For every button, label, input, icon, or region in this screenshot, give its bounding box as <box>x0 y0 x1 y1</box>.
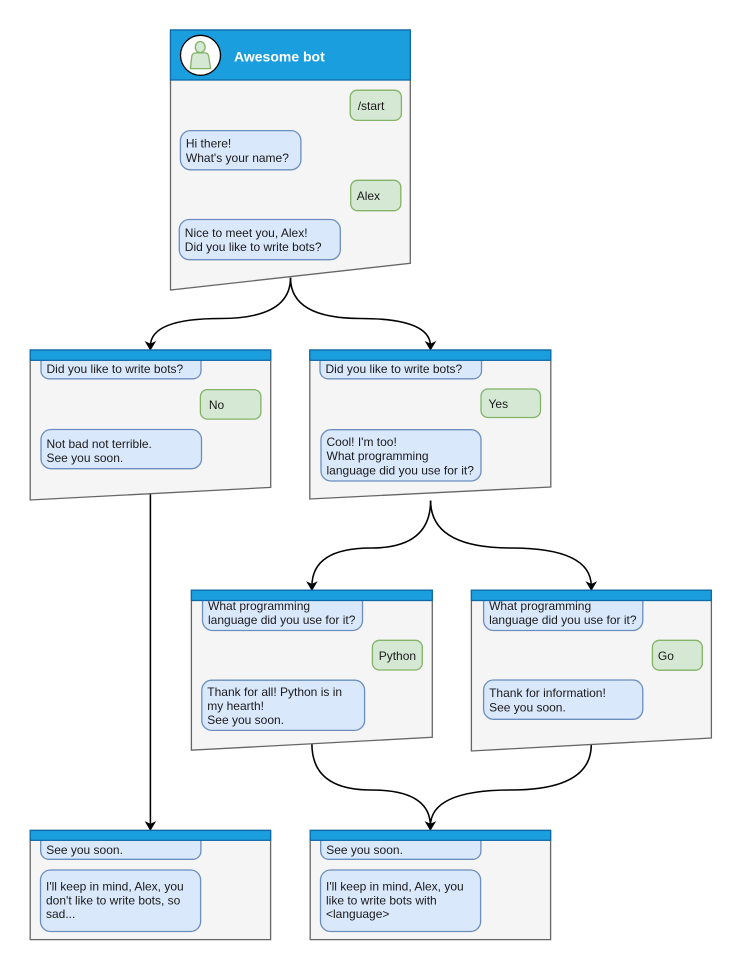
svg-text:Python: Python <box>379 649 416 663</box>
svg-text:See you soon.: See you soon. <box>46 843 123 857</box>
svg-text:Thank for all! Python is in: Thank for all! Python is in <box>207 685 342 699</box>
svg-text:What's your name?: What's your name? <box>186 151 289 165</box>
svg-text:No: No <box>209 398 225 412</box>
svg-text:Nice to meet you, Alex!: Nice to meet you, Alex! <box>185 226 308 240</box>
svg-text:Go: Go <box>658 649 674 663</box>
svg-text:Awesome bot: Awesome bot <box>234 49 325 65</box>
svg-text:language did you use for it?: language did you use for it? <box>208 613 356 627</box>
svg-text:Cool! I'm too!: Cool! I'm too! <box>327 435 397 449</box>
svg-text:Not bad not terrible.: Not bad not terrible. <box>47 437 152 451</box>
svg-text:What programming: What programming <box>489 599 591 613</box>
svg-text:Alex: Alex <box>357 189 380 203</box>
svg-text:What programming: What programming <box>327 449 429 463</box>
svg-text:I'll keep in mind, Alex, you: I'll keep in mind, Alex, you <box>326 879 464 893</box>
svg-text:my hearth!: my hearth! <box>207 699 264 713</box>
svg-text:don't like to write bots, so: don't like to write bots, so <box>46 893 181 907</box>
svg-text:Hi there!: Hi there! <box>186 137 231 151</box>
svg-text:I'll keep in mind, Alex, you: I'll keep in mind, Alex, you <box>46 879 184 893</box>
svg-text:Did you like to write bots?: Did you like to write bots? <box>185 240 322 254</box>
svg-text:/start: /start <box>358 99 385 113</box>
svg-text:Did you like to write bots?: Did you like to write bots? <box>47 362 184 376</box>
svg-text:Thank for information!: Thank for information! <box>489 686 606 700</box>
svg-text:<language>: <language> <box>326 907 389 921</box>
svg-text:See you soon.: See you soon. <box>489 700 566 714</box>
svg-text:See you soon.: See you soon. <box>47 451 124 465</box>
svg-text:language did you use for it?: language did you use for it? <box>327 464 475 478</box>
svg-text:sad...: sad... <box>46 907 75 921</box>
svg-text:See you soon.: See you soon. <box>207 713 284 727</box>
svg-text:like to write bots with: like to write bots with <box>326 893 437 907</box>
svg-text:Yes: Yes <box>489 397 509 411</box>
svg-text:language did you use for it?: language did you use for it? <box>489 613 637 627</box>
svg-text:See you soon.: See you soon. <box>326 843 403 857</box>
svg-text:What programming: What programming <box>208 599 310 613</box>
svg-text:Did you like to write bots?: Did you like to write bots? <box>326 362 463 376</box>
